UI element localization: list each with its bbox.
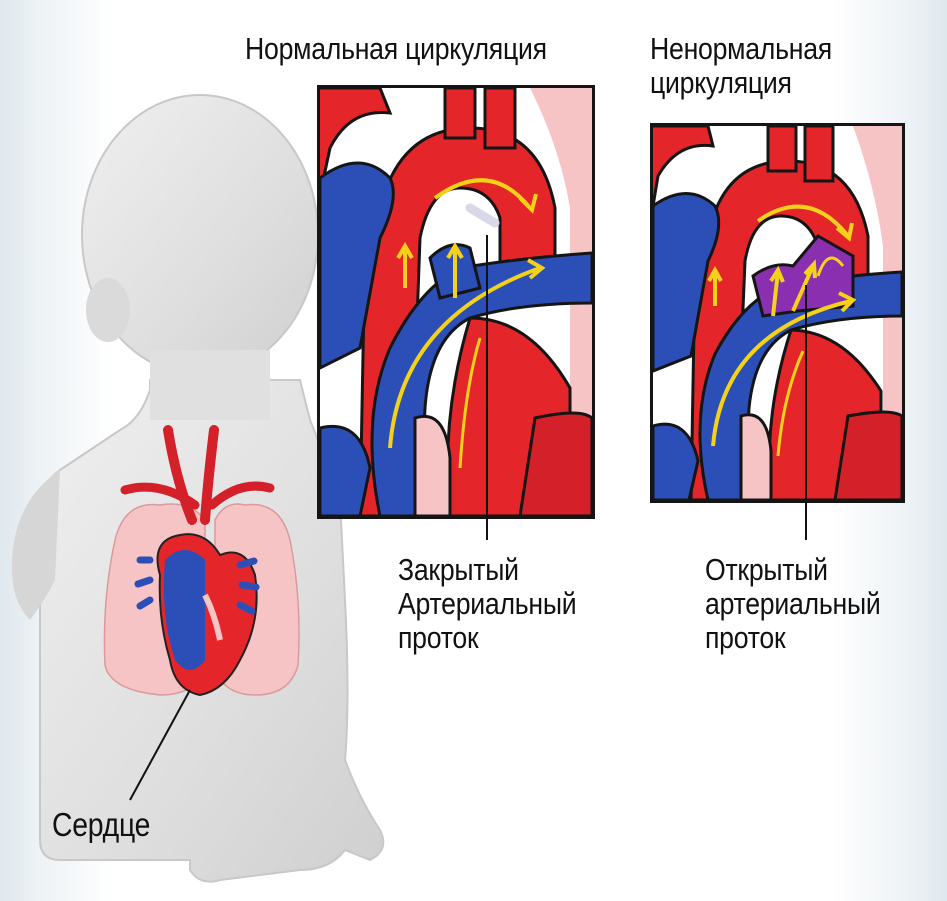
heart-label: Сердце xyxy=(52,808,150,842)
closed-duct-pointer-line xyxy=(486,235,488,540)
abnormal-circulation-title: Ненормальная циркуляция xyxy=(650,32,832,100)
baby-ear xyxy=(86,278,130,342)
normal-circulation-title: Нормальная циркуляция xyxy=(245,32,547,66)
normal-circulation-panel xyxy=(317,85,595,519)
open-duct-label: Открытый артериальный проток xyxy=(705,553,880,655)
abnormal-heart-closeup xyxy=(653,126,902,500)
abnormal-circulation-panel xyxy=(650,123,905,503)
closed-duct-label: Закрытый Артериальный проток xyxy=(398,553,576,655)
open-duct-pointer-line xyxy=(805,285,807,540)
normal-heart-closeup xyxy=(320,88,592,516)
